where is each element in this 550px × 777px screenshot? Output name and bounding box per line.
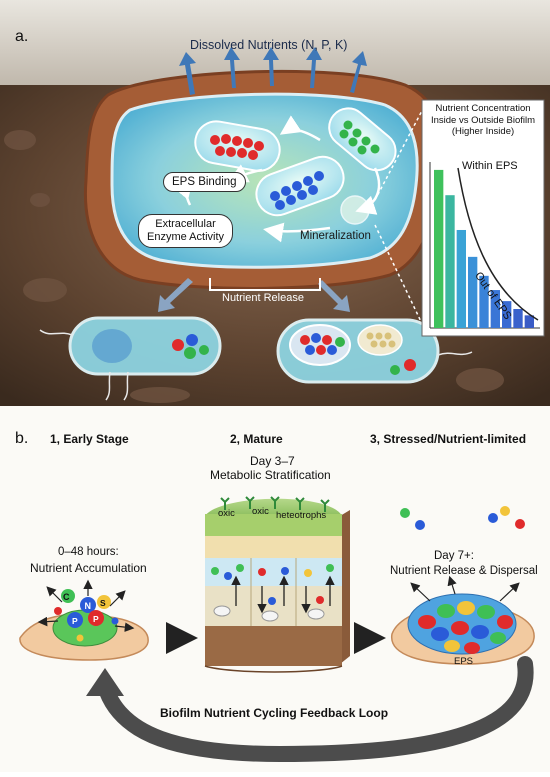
- inset-bar-8: [513, 309, 523, 328]
- feedback-loop-arrowhead: [86, 668, 124, 696]
- panel-a-illustration: [0, 0, 550, 406]
- stage1-letter-p2: P: [93, 614, 99, 624]
- panel-b-illustration: C N S P P: [19, 496, 535, 763]
- inset-bar-4: [468, 256, 478, 328]
- dissolved-nutrients-caption: Dissolved Nutrients (N, P, K): [190, 38, 348, 52]
- stage1-title: 1, Early Stage: [50, 432, 129, 446]
- stage1-letter-s: S: [100, 598, 106, 608]
- stage3-biofilm: [391, 506, 535, 665]
- bacterium-green: [328, 107, 397, 172]
- panel-b-label: b.: [15, 430, 29, 447]
- stage2-title: 2, Mature: [230, 432, 283, 446]
- stage1-letter-n: N: [85, 601, 92, 611]
- panel-b: C N S P P: [0, 406, 550, 772]
- layer-sand: [205, 536, 342, 558]
- stage2-time: Day 3–7: [250, 454, 295, 468]
- layer-oxic-top: [205, 514, 342, 536]
- released-cell-right: [276, 318, 473, 384]
- stage1-letter-c: C: [63, 592, 70, 602]
- stage1-ion-s: [97, 595, 111, 609]
- enzyme-activity-line1: Extracellular: [155, 218, 216, 230]
- stage3-time: Day 7+:: [434, 550, 474, 562]
- inset-bar-3: [456, 229, 466, 328]
- panel-a-label: a.: [15, 28, 29, 45]
- stage3-title: 3, Stressed/Nutrient-limited: [370, 432, 527, 446]
- inset-title: Nutrient Concentration Inside vs Outside…: [424, 103, 542, 138]
- inset-title-line2: Inside vs Outside Biofilm: [430, 114, 535, 126]
- inset-bar-9: [524, 315, 534, 328]
- stage3-eps-label: EPS: [454, 656, 474, 667]
- inset-title-line1: Nutrient Concentration: [435, 103, 531, 114]
- stage1-letter-p1: P: [72, 616, 78, 626]
- panel-a: a. Dissolved Nutrients (N, P, K) EPS Bin…: [0, 0, 550, 406]
- stage1-time: 0–48 hours:: [58, 546, 119, 558]
- layer-aerobic: [205, 558, 342, 586]
- inset-bar-2: [445, 195, 455, 328]
- stage2-caption: Metabolic Stratification: [210, 468, 331, 482]
- feedback-loop-label: Biofilm Nutrient Cycling Feedback Loop: [160, 706, 389, 720]
- inset-bar-1: [434, 169, 444, 328]
- zoom-line-bottom: [374, 224, 426, 331]
- released-cell-left: [39, 316, 222, 401]
- dissolved-nutrient-arrows: [179, 47, 367, 95]
- bacterium-blue: [255, 155, 345, 217]
- stage1-ion-n: [80, 597, 96, 613]
- enzyme-activity-label: Extracellular Enzyme Activity: [138, 214, 234, 248]
- feedback-loop-arrow: [97, 656, 534, 763]
- inset-decay-curve: [457, 167, 539, 321]
- stage1-caption: Nutrient Accumulation: [30, 561, 147, 575]
- eps-binding-label: EPS Binding: [163, 172, 246, 192]
- stage2-layer2-label: oxic: [252, 506, 269, 517]
- stage2-block: [204, 496, 350, 673]
- inset-bar-6: [490, 290, 500, 328]
- enzyme-activity-line2: Enzyme Activity: [147, 231, 225, 243]
- stage1-ion-p1: [67, 612, 83, 628]
- stage3-arrows: [410, 575, 520, 602]
- stage3-caption: Nutrient Release & Dispersal: [390, 565, 538, 577]
- inset-bar-7: [502, 301, 512, 328]
- nutrient-release-bracket: [209, 278, 321, 291]
- stage1-ion-p2: [88, 610, 104, 626]
- stage1-biofilm: [19, 589, 149, 661]
- inset-bars: [434, 169, 534, 328]
- inset-title-line3: (Higher Inside): [451, 126, 515, 137]
- mineralization-label: Mineralization: [300, 230, 371, 242]
- within-eps-label: Within EPS: [462, 160, 518, 172]
- stage1-ion-c: [61, 589, 75, 603]
- release-arrows: [158, 278, 350, 312]
- layer-soil: [205, 626, 342, 666]
- stage2-layer3-label: heteotrophs: [276, 510, 327, 521]
- nutrient-release-label: Nutrient Release: [222, 292, 304, 304]
- stage2-layer1-label: oxic: [218, 508, 235, 519]
- mineral-particle: [340, 195, 370, 225]
- stage1-arrows: [37, 579, 135, 632]
- inset-bar-5: [479, 275, 489, 328]
- bacterium-red: [194, 120, 281, 172]
